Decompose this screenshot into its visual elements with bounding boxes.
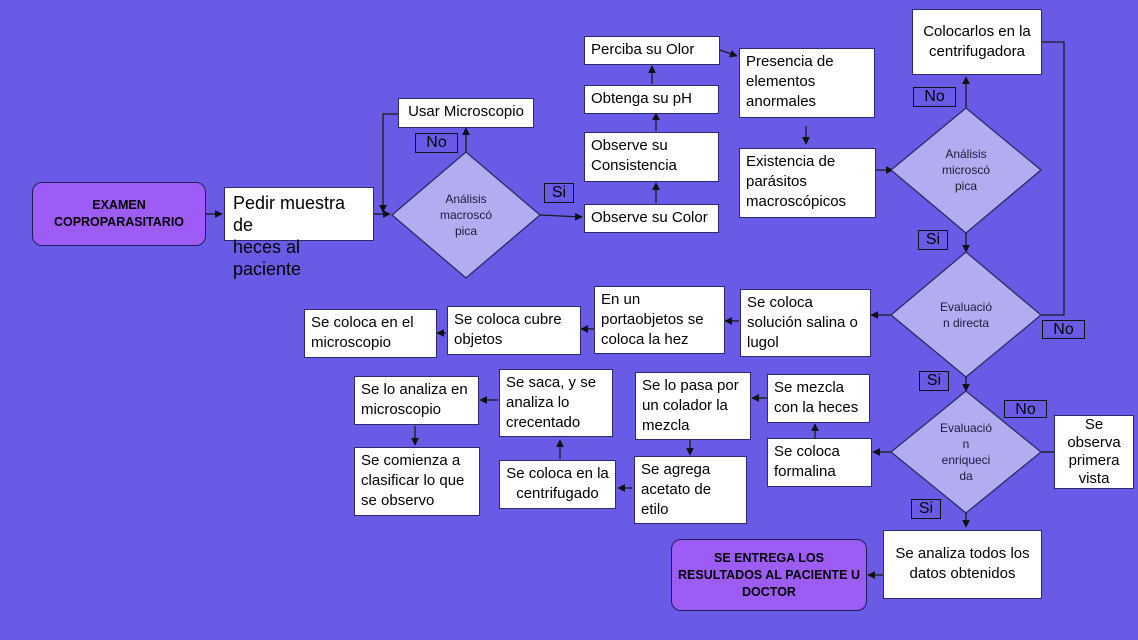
box-solucion-salina: Se coloca solución salina o lugol: [740, 289, 871, 357]
decision-diamond-macro: [390, 151, 542, 279]
tag-no-macro: No: [415, 133, 458, 153]
box-existencia-parasitos: Existencia de parásitos macroscópicos: [739, 148, 876, 218]
box-mezcla-heces: Se mezcla con la heces: [767, 374, 870, 423]
arrow-olor-to-presencia: [719, 49, 738, 58]
box-analiza-microscopio: Se lo analiza en microscopio: [354, 376, 479, 425]
decision-label-enriq: Evaluació n enriqueci da: [939, 421, 993, 483]
box-perciba-olor: Perciba su Olor: [584, 36, 720, 65]
box-cubre-objetos: Se coloca cubre objetos: [447, 306, 581, 355]
box-saca-analiza: Se saca, y se analiza lo crecentado: [499, 369, 613, 437]
decision-label-micro: Análisis microscó pica: [941, 147, 990, 193]
start-terminal: EXAMEN COPROPARASITARIO: [32, 182, 206, 246]
box-clasificar: Se comienza a clasificar lo que se obser…: [354, 447, 480, 516]
decision-diamond-directa: [889, 251, 1043, 378]
tag-si-directa: Si: [919, 371, 949, 391]
arrow-macro-to-color: [539, 212, 583, 221]
box-colador: Se lo pasa por un colador la mezcla: [635, 372, 751, 440]
box-coloca-microscopio: Se coloca en el microscopio: [304, 309, 437, 358]
tag-no-directa: No: [1042, 320, 1085, 339]
box-portaobjetos: En un portaobjetos se coloca la hez: [594, 286, 725, 354]
end-terminal-text: SE ENTREGA LOS RESULTADOS AL PACIENTE U …: [678, 550, 860, 599]
box-pedir-muestra: Pedir muestra de heces al paciente: [224, 187, 374, 279]
box-analiza-datos: Se analiza todos los datos obtenidos: [883, 530, 1042, 599]
tag-si-macro: Si: [544, 183, 574, 203]
tag-no-enriq: No: [1004, 400, 1047, 418]
box-acetato: Se agrega acetato de etilo: [634, 456, 747, 524]
box-centrifugado: Se coloca en la centrifugado: [499, 460, 616, 509]
tag-no-micro: No: [913, 87, 956, 107]
tag-si-enriq: Si: [911, 499, 941, 519]
box-observe-consistencia: Observe su Consistencia: [584, 132, 719, 182]
tag-si-micro: Si: [918, 230, 948, 250]
box-usar-microscopio: Usar Microscopio: [398, 98, 534, 128]
box-centrifugadora: Colocarlos en la centrifugadora: [912, 9, 1042, 75]
arrow-usar-to-pedir: [379, 113, 398, 213]
box-primera-vista: Se observa primera vista: [1054, 415, 1134, 489]
start-terminal-text: EXAMEN COPROPARASITARIO: [53, 198, 185, 229]
line-centrifugadora-to-directa: [1041, 41, 1065, 316]
decision-diamond-enriq: [889, 390, 1043, 514]
decision-label-macro: Análisis macroscó pica: [439, 192, 492, 238]
box-formalina: Se coloca formalina: [767, 438, 872, 487]
decision-label-directa: Evaluació n directa: [939, 300, 993, 330]
end-terminal: SE ENTREGA LOS RESULTADOS AL PACIENTE U …: [671, 539, 867, 611]
box-observe-color: Observe su Color: [584, 204, 719, 233]
box-presencia-elementos: Presencia de elementos anormales: [739, 48, 875, 118]
decision-diamond-micro: [889, 107, 1043, 234]
box-obtenga-ph: Obtenga su pH: [584, 85, 719, 114]
